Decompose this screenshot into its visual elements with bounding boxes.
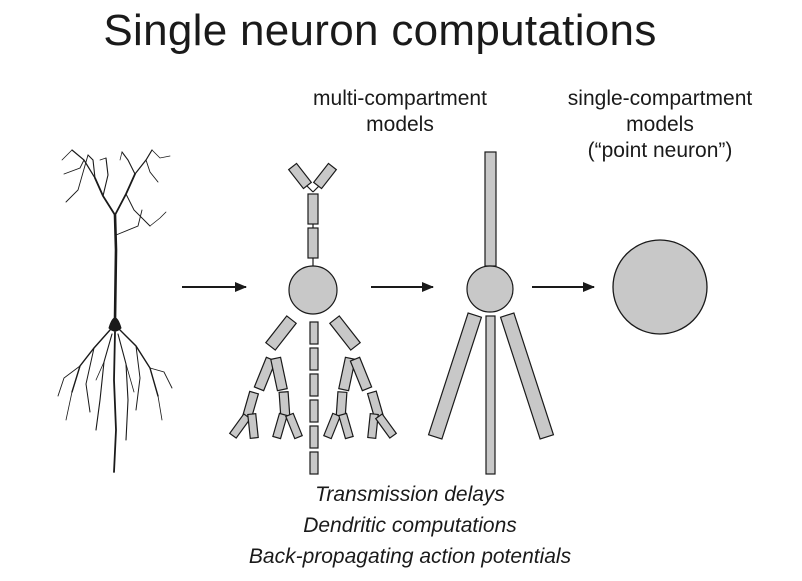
tuft-compartment xyxy=(312,162,338,190)
basal-compartment xyxy=(338,412,354,440)
apical-compartment xyxy=(307,227,319,259)
basal-compartment xyxy=(228,413,252,439)
point-neuron xyxy=(612,239,708,335)
page-title: Single neuron computations xyxy=(103,6,657,55)
basal-compartment xyxy=(309,425,319,449)
basal-compartment xyxy=(328,315,362,351)
basal-compartment xyxy=(427,312,483,440)
basal-compartment xyxy=(309,373,319,397)
basal-compartment xyxy=(285,412,303,440)
basal-compartment xyxy=(338,356,356,392)
basal-compartment xyxy=(309,451,319,475)
basal-compartment xyxy=(323,412,341,440)
multi-compartment-label-line: multi-compartment xyxy=(313,87,487,110)
basal-compartment xyxy=(367,412,379,440)
basal-compartment xyxy=(374,413,398,439)
caption-line: Dendritic computations xyxy=(303,514,517,537)
basal-compartment xyxy=(499,312,555,440)
single-compartment-label: single-compartment models (“point neuron… xyxy=(520,86,800,164)
soma-compartment xyxy=(466,265,514,313)
caption-line: Back-propagating action potentials xyxy=(248,545,572,568)
basal-compartment xyxy=(309,321,319,345)
multi-compartment-label-line: models xyxy=(366,113,434,136)
apical-compartment xyxy=(484,151,497,267)
single-compartment-label-line: models xyxy=(626,113,694,136)
basal-compartment xyxy=(272,412,288,440)
basal-compartment xyxy=(264,315,298,351)
reduced-compartment-model xyxy=(427,151,555,475)
basal-compartment xyxy=(270,356,288,392)
tuft-compartment xyxy=(287,162,313,190)
caption: Transmission delays Dendritic computatio… xyxy=(190,479,630,572)
basal-compartment xyxy=(485,315,496,475)
caption-line: Transmission delays xyxy=(315,483,505,506)
neuron-drawing xyxy=(57,149,173,473)
single-compartment-label-line: (“point neuron”) xyxy=(587,139,733,162)
basal-compartment xyxy=(309,347,319,371)
apical-compartment xyxy=(307,193,319,225)
soma-compartment xyxy=(288,265,338,315)
basal-compartment xyxy=(309,399,319,423)
multi-compartment-model xyxy=(228,162,398,475)
basal-compartment xyxy=(247,412,259,440)
basal-compartment xyxy=(349,356,373,392)
single-compartment-label-line: single-compartment xyxy=(567,87,753,110)
multi-compartment-label: multi-compartment models xyxy=(270,86,530,138)
